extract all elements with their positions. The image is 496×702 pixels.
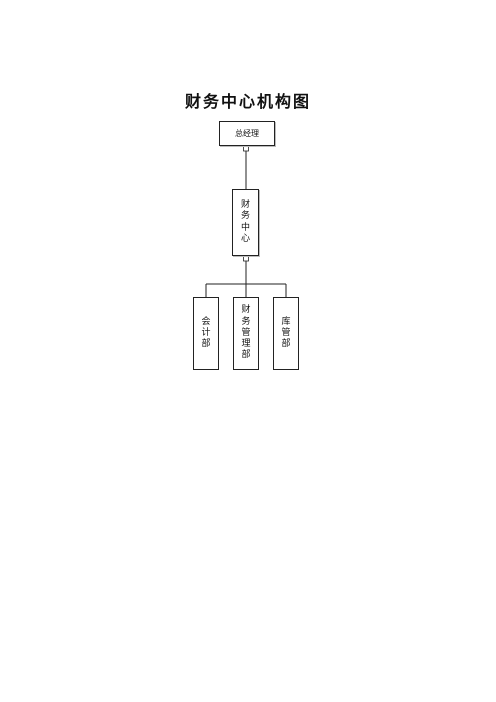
connector-handle-top [243, 145, 249, 152]
node-label: 库管部 [281, 316, 291, 350]
node-label: 总经理 [235, 129, 259, 138]
node-label: 会计部 [201, 316, 211, 350]
node-finance-center: 财务中心 [232, 189, 259, 256]
node-label: 财务管理部 [241, 305, 251, 361]
connector-handle-bottom [243, 255, 249, 262]
node-accounting-dept: 会计部 [193, 297, 219, 370]
node-general-manager: 总经理 [219, 121, 275, 146]
node-label: 财务中心 [240, 200, 250, 244]
node-warehouse-dept: 库管部 [273, 297, 299, 370]
chart-title: 财务中心机构图 [184, 92, 311, 111]
node-finance-management-dept: 财务管理部 [233, 297, 259, 370]
